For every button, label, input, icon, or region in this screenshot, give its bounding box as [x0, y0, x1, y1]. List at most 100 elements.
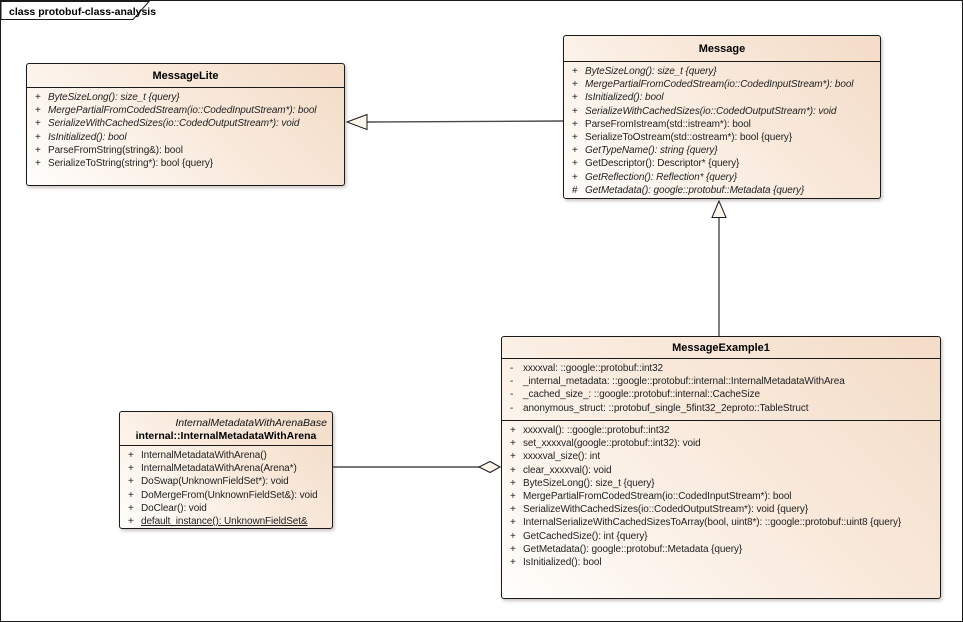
visibility-symbol: +	[572, 118, 578, 130]
class-name-internalmetadatawitharena: internal::InternalMetadataWithArena	[135, 430, 317, 442]
visibility-symbol: +	[128, 450, 134, 461]
member-row: + SerializeWithCachedSizes(io::CodedOutpu…	[27, 117, 344, 130]
visibility-symbol: +	[510, 491, 516, 503]
member-row: + InternalSerializeWithCachedSizesToArray…	[502, 516, 940, 529]
member-row: +GetTypeName(): string {query}	[564, 144, 880, 157]
member-row: + MergePartialFromCodedStream(io::CodedIn…	[564, 78, 880, 91]
member-row: + MergePartialFromCodedStream(io::CodedIn…	[502, 490, 940, 503]
visibility-symbol: -	[510, 389, 514, 401]
visibility-symbol: +	[572, 92, 578, 104]
member-text: SerializeWithCachedSizes(io::CodedOutput…	[48, 118, 300, 130]
member-text: SerializeToString(string*): bool {query}	[48, 158, 213, 170]
visibility-symbol: +	[510, 477, 516, 489]
member-text: ByteSizeLong(): size_t {query}	[523, 477, 655, 489]
member-text: ParseFromString(string&): bool	[48, 144, 183, 156]
member-text: SerializeWithCachedSizes(io::CodedOutput…	[523, 504, 809, 516]
member-row: -anonymous_struct: ::protobuf_single_5fi…	[502, 402, 940, 415]
visibility-symbol: +	[572, 79, 578, 91]
parent-class-name: InternalMetadataWithArenaBase	[175, 417, 327, 429]
member-row: +IsInitialized(): bool	[27, 131, 344, 144]
methods-compartment-message: + ByteSizeLong(): size_t {query} + MergePar…	[564, 62, 880, 197]
member-row: +MergePartialFromCodedStream(io::CodedIn…	[27, 104, 344, 117]
visibility-symbol: +	[35, 118, 41, 130]
member-text: InternalSerializeWithCachedSizesToArray(…	[523, 517, 902, 529]
member-row: + GetDescriptor(): Descriptor* {query}	[564, 157, 880, 170]
visibility-symbol: +	[128, 489, 134, 501]
attributes-compartment-messageexample1: -xxxxval: ::google::protobuf::int32-_int…	[502, 359, 940, 420]
visibility-symbol: +	[510, 451, 516, 463]
frame-tab-shape	[1, 1, 151, 20]
member-text: DoSwap(UnknownFieldSet*): void	[141, 476, 289, 488]
class-name-messageexample1: MessageExample1	[502, 337, 940, 359]
member-text: GetMetadata(): google::protobuf::Metadat…	[585, 184, 805, 196]
member-row: +DoSwap(UnknownFieldSet*): void	[120, 475, 332, 488]
visibility-symbol: +	[35, 158, 41, 170]
member-row: +DoClear(): void	[120, 502, 332, 515]
member-text: MergePartialFromCodedStream(io::CodedInp…	[523, 491, 792, 503]
member-row: + xxxxval(): ::google::protobuf::int32	[502, 424, 940, 437]
member-text: InternalMetadataWithArena(Arena*)	[141, 463, 297, 475]
aggregation-messageexample1-to-internalmetadata[interactable]	[333, 460, 502, 474]
visibility-symbol: +	[510, 438, 516, 450]
methods-compartment-internalmetadatawitharena: +InternalMetadataWithArena()+InternalMet…	[120, 446, 332, 528]
class-box-message[interactable]: Message +ByteSizeLong(): size_t {query}+…	[563, 35, 881, 199]
member-row: + ByteSizeLong(): size_t {query}	[502, 477, 940, 490]
methods-compartment-messageexample1: + xxxxval(): ::google::protobuf::int32+se…	[502, 420, 940, 569]
class-name-message: Message	[564, 36, 880, 62]
member-row: -_cached_size_: ::google::protobuf::inte…	[502, 388, 940, 401]
visibility-symbol: -	[510, 376, 514, 388]
member-text: ByteSizeLong(): size_t {query}	[585, 66, 717, 77]
visibility-symbol: +	[510, 530, 516, 542]
member-row: + ByteSizeLong(): size_t {query}	[27, 91, 344, 104]
visibility-symbol: +	[572, 66, 578, 77]
member-row: + IsInitialized(): bool	[564, 91, 880, 104]
member-text: GetDescriptor(): Descriptor* {query}	[585, 158, 740, 170]
class-box-messageexample1[interactable]: MessageExample1 -xxxxval: ::google::prot…	[501, 336, 941, 599]
visibility-symbol: +	[572, 105, 578, 117]
visibility-symbol: -	[510, 402, 514, 414]
member-row: +IsInitialized(): bool	[502, 556, 940, 569]
member-text: xxxxval: ::google::protobuf::int32	[523, 363, 664, 374]
visibility-symbol: +	[510, 464, 516, 476]
member-text: DoClear(): void	[141, 502, 207, 514]
member-row: + ByteSizeLong(): size_t {query}	[564, 65, 880, 78]
member-text: _internal_metadata: ::google::protobuf::…	[523, 376, 845, 388]
class-name-messagelite: MessageLite	[27, 64, 344, 88]
member-text: InternalMetadataWithArena()	[141, 450, 267, 461]
member-text: IsInitialized(): bool	[48, 131, 127, 143]
visibility-symbol: +	[572, 158, 578, 170]
member-text: SerializeToOstream(std::ostream*): bool …	[585, 132, 793, 144]
class-box-messagelite[interactable]: MessageLite + ByteSizeLong(): size_t {que…	[26, 63, 345, 186]
member-row: +set_xxxxval(google::protobuf::int32): v…	[502, 437, 940, 450]
member-text: MergePartialFromCodedStream(io::CodedInp…	[585, 79, 854, 91]
member-text: ParseFromIstream(std::istream*): bool	[585, 118, 751, 130]
member-text: xxxxval(): ::google::protobuf::int32	[523, 425, 670, 436]
member-text: default_instance(): UnknownFieldSet&	[141, 516, 308, 528]
member-row: +xxxxval_size(): int	[502, 450, 940, 463]
member-text: _cached_size_: ::google::protobuf::inter…	[523, 389, 760, 401]
member-row: +SerializeWithCachedSizes(io::CodedOutpu…	[564, 105, 880, 118]
member-text: ByteSizeLong(): size_t {query}	[48, 92, 180, 103]
member-row: +DoMergeFrom(UnknownFieldSet&): void	[120, 489, 332, 502]
member-row: +GetMetadata(): google::protobuf::Metada…	[502, 543, 940, 556]
methods-compartment-messagelite: + ByteSizeLong(): size_t {query}+MergePar…	[27, 88, 344, 170]
visibility-symbol: +	[510, 425, 516, 436]
member-text: IsInitialized(): bool	[523, 557, 602, 569]
visibility-symbol: +	[572, 145, 578, 157]
visibility-symbol: +	[510, 517, 516, 529]
member-row: #GetMetadata(): google::protobuf::Metada…	[564, 184, 880, 197]
member-row: +SerializeToOstream(std::ostream*): bool…	[564, 131, 880, 144]
member-row: +default_instance(): UnknownFieldSet&	[120, 515, 332, 528]
visibility-symbol: +	[510, 543, 516, 555]
member-row: +InternalMetadataWithArena(Arena*)	[120, 462, 332, 475]
member-row: -_internal_metadata: ::google::protobuf:…	[502, 375, 940, 388]
member-row: + SerializeToString(string*): bool {query…	[27, 157, 344, 170]
class-box-internalmetadatawitharena[interactable]: InternalMetadataWithArenaBase internal::…	[119, 411, 333, 529]
generalization-messageexample1-to-message[interactable]	[711, 199, 727, 336]
generalization-message-to-messagelite[interactable]	[345, 113, 564, 131]
member-row: +clear_xxxxval(): void	[502, 464, 940, 477]
visibility-symbol: +	[510, 504, 516, 516]
member-text: IsInitialized(): bool	[585, 92, 664, 104]
visibility-symbol: +	[35, 92, 41, 103]
